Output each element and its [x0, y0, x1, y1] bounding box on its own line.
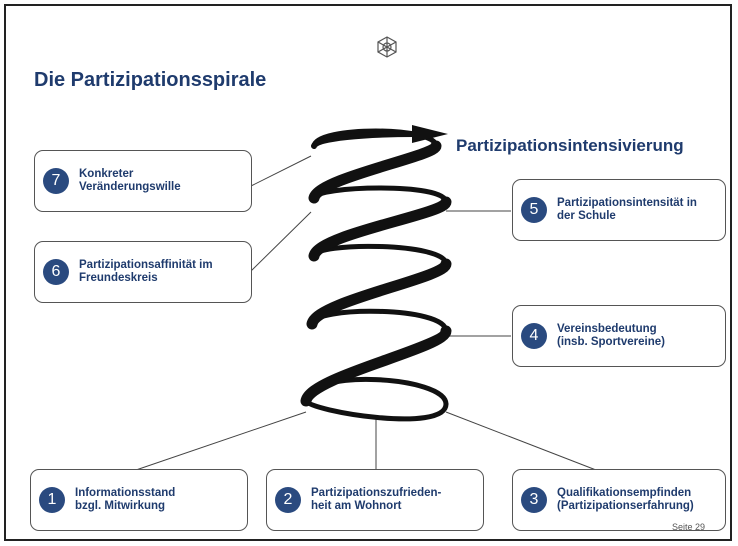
step-number-badge: 1	[39, 487, 65, 513]
step-number-badge: 6	[43, 259, 69, 285]
step-box-3: 3 Qualifikationsempfinden (Partizipation…	[512, 469, 726, 531]
step-box-5: 5 Partizipationsintensität in der Schule	[512, 179, 726, 241]
step-box-7: 7 Konkreter Veränderungswille	[34, 150, 252, 212]
step-box-1: 1 Informationsstand bzgl. Mitwirkung	[30, 469, 248, 531]
page-title: Die Partizipationsspirale	[34, 69, 267, 91]
slide: Die Partizipationsspirale Par	[4, 4, 732, 541]
wheel-logo-icon	[377, 36, 397, 58]
connector-7	[250, 155, 312, 187]
step-number-badge: 7	[43, 168, 69, 194]
step-box-4: 4 Vereinsbedeutung (insb. Sportvereine)	[512, 305, 726, 367]
step-number-badge: 2	[275, 487, 301, 513]
spiral	[300, 128, 452, 422]
spiral-diagram	[135, 125, 597, 471]
spiral-label: Partizipationsintensivierung	[456, 136, 684, 155]
step-label: Partizipationszufrieden- heit am Wohnort	[311, 487, 442, 512]
step-label: Partizipationsaffinität im Freundeskreis	[79, 259, 213, 284]
step-number-badge: 5	[521, 197, 547, 223]
step-label: Partizipationsintensität in der Schule	[557, 197, 697, 222]
step-box-6: 6 Partizipationsaffinität im Freundeskre…	[34, 241, 252, 303]
step-number-badge: 3	[521, 487, 547, 513]
spiral-arrow-head	[412, 125, 448, 143]
step-label: Konkreter Veränderungswille	[79, 168, 181, 193]
page-number: Seite 29	[672, 522, 706, 532]
connector-1	[135, 411, 307, 471]
step-box-2: 2 Partizipationszufrieden- heit am Wohno…	[266, 469, 484, 531]
step-number-badge: 4	[521, 323, 547, 349]
step-label: Qualifikationsempfinden (Partizipationse…	[557, 487, 694, 512]
step-label: Informationsstand bzgl. Mitwirkung	[75, 487, 176, 512]
step-label: Vereinsbedeutung (insb. Sportvereine)	[557, 323, 665, 348]
connector-6	[250, 211, 312, 272]
connector-3	[445, 411, 597, 471]
